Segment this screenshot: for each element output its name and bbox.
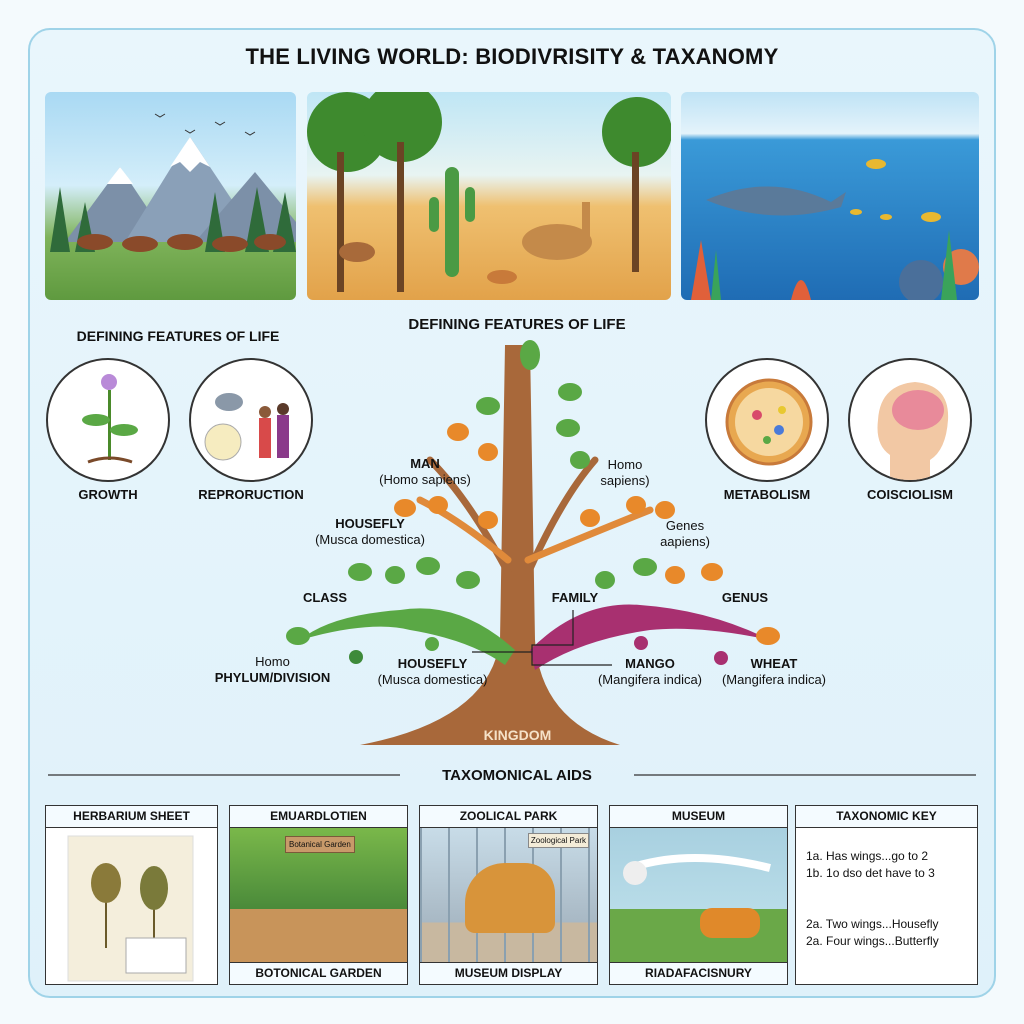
- key-line: 1a. Has wings...go to 2: [806, 849, 929, 863]
- herbarium-illustration: [67, 835, 194, 982]
- green-branch: [300, 608, 515, 665]
- card-museum: MUSEUM RIADAFACISNURY: [609, 805, 788, 985]
- card-zoological-park: ZOOLICAL PARK Zoological Park MUSEUM DIS…: [419, 805, 598, 985]
- mountain-habitat-image: [45, 92, 296, 300]
- feature-label-reproduction: REPRORUCTION: [198, 487, 304, 502]
- label-wheat: WHEAT(Mangifera indica): [721, 656, 827, 687]
- card-header: TAXONOMIC KEY: [796, 806, 977, 828]
- zoo-illustration: Zoological Park: [420, 828, 597, 963]
- desert-forest-habitat-image: [307, 92, 671, 300]
- branch-fruits: [349, 636, 728, 665]
- feature-label-metabolism: METABOLISM: [723, 487, 811, 502]
- magenta-branch: [530, 604, 770, 670]
- reproduction-illustration: [189, 358, 313, 482]
- aids-heading: TAXOMONICAL AIDS: [442, 767, 592, 784]
- growth-illustration: [46, 358, 170, 482]
- page-title: THE LIVING WORLD: BIODIVRISITY & TAXANOM…: [245, 44, 779, 69]
- label-man: MAN(Homo sapiens): [379, 456, 471, 487]
- leader-lines: [472, 610, 612, 666]
- garden-sign: Botanical Garden: [285, 836, 355, 853]
- orange-leaves: [394, 423, 780, 645]
- garden-illustration: Botanical Garden: [230, 828, 407, 963]
- card-header: ZOOLICAL PARK: [420, 806, 597, 828]
- label-kingdom: KINGDOM: [483, 727, 552, 743]
- ocean-habitat-image: [681, 92, 979, 300]
- card-botanical-garden: EMUARDLOTIEN Botanical Garden BOTONICAL …: [229, 805, 408, 985]
- features-heading-center: DEFINING FEATURES OF LIFE: [408, 316, 626, 333]
- key-line: 1b. 1o dso det have to 3: [806, 866, 935, 880]
- label-housefly-upper: HOUSEFLY(Musca domestica): [315, 516, 425, 547]
- taxonomic-key-list: 1a. Has wings...go to 2 1b. 1o dso det h…: [796, 828, 977, 950]
- label-mango: MANGO(Mangifera indica): [597, 656, 703, 687]
- label-family: FAMILY: [551, 590, 599, 605]
- museum-illustration: [610, 828, 787, 963]
- label-class: CLASS: [302, 590, 348, 605]
- card-header: HERBARIUM SHEET: [46, 806, 217, 828]
- card-header: EMUARDLOTIEN: [230, 806, 407, 828]
- card-footer: BOTONICAL GARDEN: [230, 962, 407, 984]
- card-herbarium: HERBARIUM SHEET: [45, 805, 218, 985]
- consciousness-illustration: [848, 358, 972, 482]
- feature-label-growth: GROWTH: [78, 487, 138, 502]
- green-leaves: [286, 340, 657, 645]
- key-line: 2a. Two wings...Housefly: [806, 917, 939, 931]
- label-genus: GENUS: [721, 590, 769, 605]
- card-header: MUSEUM: [610, 806, 787, 828]
- card-taxonomic-key: TAXONOMIC KEY 1a. Has wings...go to 2 1b…: [795, 805, 978, 985]
- key-line: 2a. Four wings...Butterfly: [806, 934, 939, 948]
- zoo-sign: Zoological Park: [527, 833, 589, 848]
- card-footer: MUSEUM DISPLAY: [420, 962, 597, 984]
- metabolism-illustration: [705, 358, 829, 482]
- feature-label-consciousness: COISCIOLISM: [867, 487, 953, 502]
- features-heading-left: DEFINING FEATURES OF LIFE: [76, 328, 280, 344]
- label-housefly-lower: HOUSEFLY(Musca domestica): [377, 656, 488, 687]
- card-footer: RIADAFACISNURY: [610, 962, 787, 984]
- lion-figure: [465, 863, 555, 933]
